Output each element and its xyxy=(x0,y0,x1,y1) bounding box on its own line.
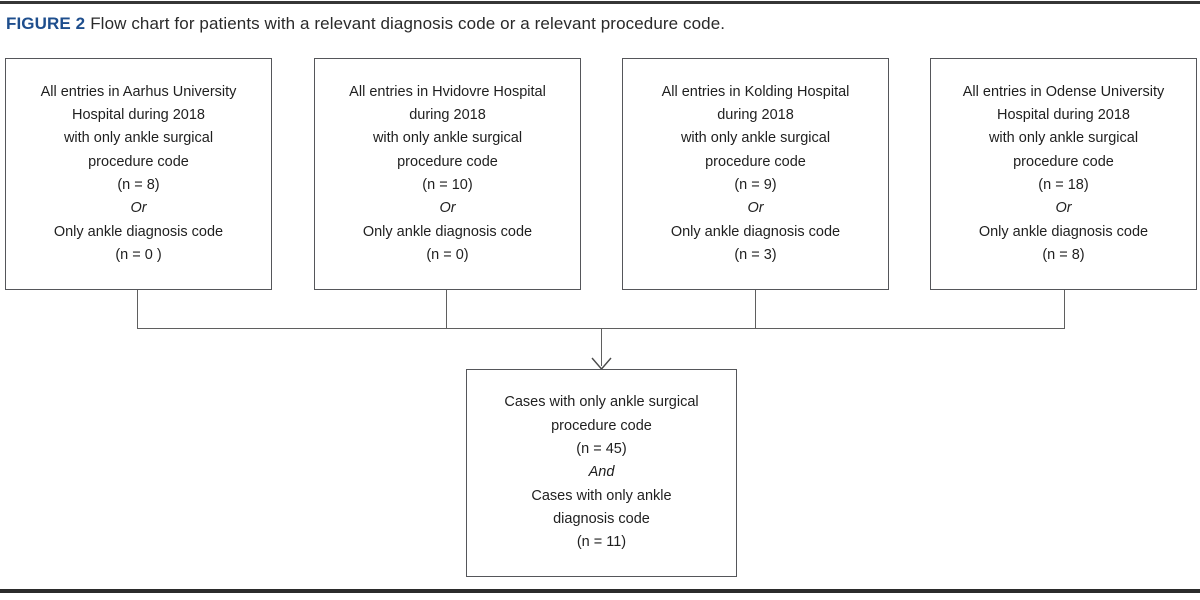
box-line: with only ankle surgical xyxy=(63,130,214,147)
box-line: Only ankle diagnosis code xyxy=(670,223,841,240)
box-line: diagnosis code xyxy=(553,510,650,527)
figure-caption-text: Flow chart for patients with a relevant … xyxy=(90,14,726,33)
box-line: with only ankle surgical xyxy=(988,130,1139,147)
box-line: procedure code xyxy=(397,153,498,170)
box-line-n-procedure: (n = 18) xyxy=(1038,177,1089,193)
box-line: during 2018 xyxy=(409,107,486,124)
flow-box-aarhus-text: All entries in Aarhus University Hospita… xyxy=(41,81,237,267)
flow-box-odense-text: All entries in Odense University Hospita… xyxy=(963,81,1164,267)
box-line: Only ankle diagnosis code xyxy=(362,223,533,240)
box-line-and: And xyxy=(588,464,615,481)
connector-center-drop xyxy=(600,328,602,366)
box-line-or: Or xyxy=(130,200,147,217)
box-line: All entries in Aarhus University xyxy=(40,83,237,100)
connector-stub-aarhus xyxy=(137,290,139,329)
box-line: Cases with only ankle surgical xyxy=(504,394,699,411)
flow-box-odense: All entries in Odense University Hospita… xyxy=(930,58,1197,290)
box-line: Hospital during 2018 xyxy=(996,107,1130,124)
box-line: with only ankle surgical xyxy=(372,130,523,147)
flow-box-combined-cases: Cases with only ankle surgical procedure… xyxy=(466,369,737,577)
box-line: with only ankle surgical xyxy=(680,130,831,147)
flow-box-hvidovre: All entries in Hvidovre Hospital during … xyxy=(314,58,581,290)
box-line: procedure code xyxy=(1013,153,1114,170)
box-line: Only ankle diagnosis code xyxy=(978,223,1149,240)
box-line-n-diagnosis: (n = 0) xyxy=(426,246,469,263)
connector-stub-odense xyxy=(1064,290,1066,329)
box-line-n-diagnosis: (n = 0 ) xyxy=(115,246,162,263)
box-line: Cases with only ankle xyxy=(531,487,672,504)
box-line-n-diagnosis: (n = 11) xyxy=(576,534,627,551)
box-line-n-procedure: (n = 9) xyxy=(734,177,777,193)
figure-label: FIGURE 2 xyxy=(6,14,86,33)
flow-box-kolding: All entries in Kolding Hospital during 2… xyxy=(622,58,889,290)
box-line-n-diagnosis: (n = 3) xyxy=(734,246,777,263)
box-line-or: Or xyxy=(747,200,764,217)
top-divider xyxy=(0,1,1200,4)
box-line: procedure code xyxy=(705,153,806,170)
connector-stub-hvidovre xyxy=(446,290,448,329)
box-line: All entries in Hvidovre Hospital xyxy=(349,83,546,100)
bottom-divider xyxy=(0,589,1200,593)
flow-box-aarhus: All entries in Aarhus University Hospita… xyxy=(5,58,272,290)
box-line-n-diagnosis: (n = 8) xyxy=(1042,246,1085,263)
box-line-n-procedure: (n = 8) xyxy=(117,177,160,193)
box-line: All entries in Kolding Hospital xyxy=(661,83,850,100)
box-line-or: Or xyxy=(439,200,456,217)
box-line: Hospital during 2018 xyxy=(71,107,205,124)
box-line: procedure code xyxy=(551,417,652,434)
flow-box-kolding-text: All entries in Kolding Hospital during 2… xyxy=(662,81,850,267)
flow-box-combined-text: Cases with only ankle surgical procedure… xyxy=(504,391,698,554)
box-line-n-procedure: (n = 10) xyxy=(422,177,473,193)
box-line: during 2018 xyxy=(717,107,794,124)
box-line: procedure code xyxy=(88,153,189,170)
box-line: All entries in Odense University xyxy=(962,83,1165,100)
connector-stub-kolding xyxy=(755,290,757,329)
box-line-or: Or xyxy=(1055,200,1072,217)
box-line-n-procedure: (n = 45) xyxy=(576,441,627,458)
box-line: Only ankle diagnosis code xyxy=(53,223,224,240)
flow-box-hvidovre-text: All entries in Hvidovre Hospital during … xyxy=(349,81,546,267)
